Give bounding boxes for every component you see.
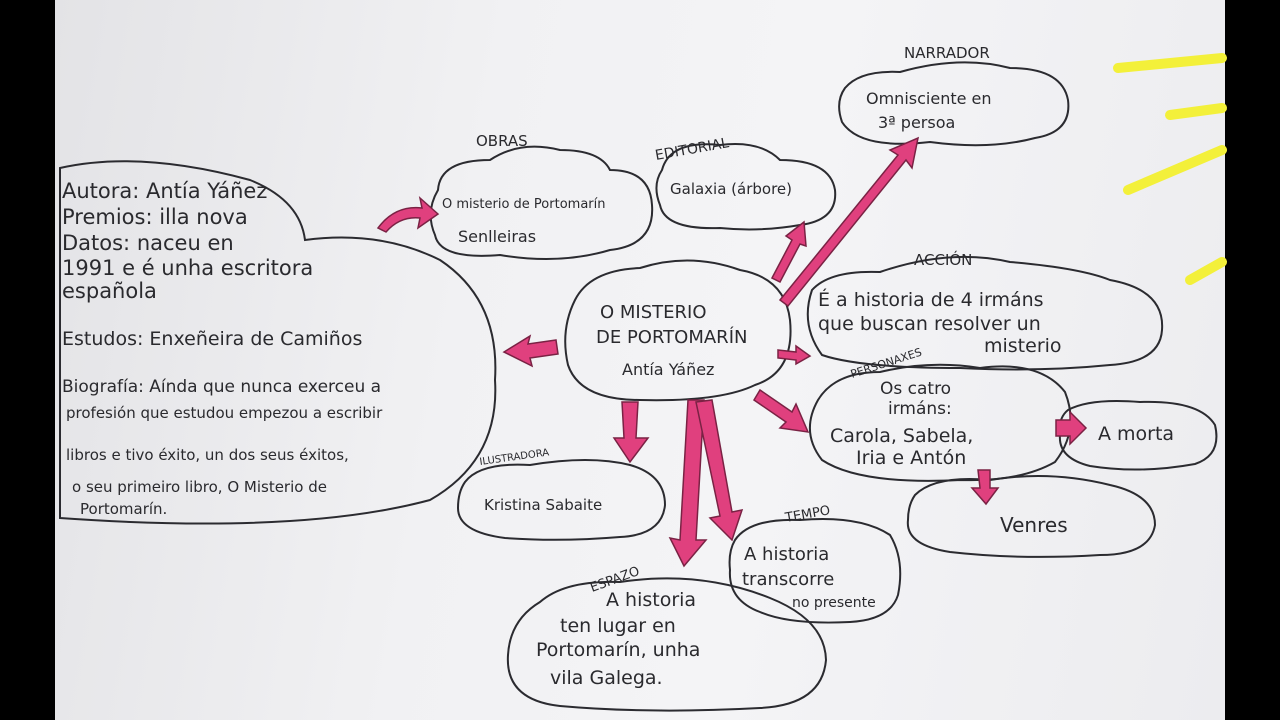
central-author: Antía Yáñez — [622, 360, 714, 379]
narrador-line-1: Omnisciente en — [866, 89, 992, 108]
personaxes-line-3: Carola, Sabela, — [830, 425, 973, 447]
narrador-label: NARRADOR — [904, 44, 990, 62]
biografia-line-1: Biografía: Aínda que nunca exerceu a — [62, 377, 381, 397]
tempo-line-1: A historia — [744, 544, 829, 565]
narrador-cloud — [838, 61, 1070, 147]
obras-cloud — [429, 145, 654, 260]
espazo-line-2: ten lugar en — [560, 615, 676, 637]
accion-cloud — [806, 255, 1164, 371]
a-morta-text: A morta — [1098, 423, 1174, 445]
biografia-line-3: libros e tivo éxito, un dos seus éxitos, — [66, 446, 349, 464]
arrows — [376, 136, 1088, 568]
venres-text: Venres — [1000, 513, 1068, 537]
author-info: Autora: Antía Yáñez Premios: illa nova D… — [62, 179, 383, 518]
ilustradora-value: Kristina Sabaite — [484, 496, 602, 514]
espazo-cloud — [506, 577, 828, 712]
accion-line-3: misterio — [984, 335, 1062, 357]
central-title-2: DE PORTOMARÍN — [596, 326, 747, 348]
venres-cloud — [906, 475, 1157, 558]
author-cloud — [59, 160, 497, 525]
arrow-to-obras — [376, 195, 440, 233]
obras-line-1: O misterio de Portomarín — [442, 197, 605, 212]
estudos-line: Estudos: Enxeñeira de Camiños — [62, 328, 362, 350]
arrow-to-editorial — [770, 220, 807, 283]
editorial-cloud — [655, 143, 837, 231]
biografia-line-2: profesión que estudou empezou a escribir — [66, 404, 383, 422]
datos-line-1: Datos: naceu en — [62, 231, 234, 255]
personaxes-line-1: Os catro — [880, 379, 951, 399]
tempo-line-3: no presente — [792, 595, 876, 611]
editorial-value: Galaxia (árbore) — [670, 180, 792, 198]
premios-line: Premios: illa nova — [62, 205, 248, 229]
ilustradora-cloud — [456, 459, 667, 541]
tempo-cloud — [728, 518, 902, 624]
paper-sheet — [55, 0, 1225, 720]
personaxes-line-4: Iria e Antón — [856, 447, 966, 469]
obras-label: OBRAS — [476, 132, 528, 150]
arrow-to-a-morta — [1055, 410, 1088, 446]
accion-label: ACCIÓN — [914, 250, 972, 269]
arrow-to-accion — [777, 344, 812, 366]
arrow-to-author — [502, 334, 559, 368]
espazo-line-1: A historia — [606, 589, 696, 611]
narrador-line-2: 3ª persoa — [878, 113, 955, 132]
obras-line-2: Senlleiras — [458, 227, 536, 246]
accion-line-1: É a historia de 4 irmáns — [818, 288, 1044, 311]
biografia-line-4: o seu primeiro libro, O Misterio de — [72, 478, 327, 496]
arrow-to-ilustradora — [612, 401, 650, 464]
arrow-to-tempo — [695, 399, 744, 542]
espazo-line-3: Portomarín, unha — [536, 639, 700, 661]
biografia-line-5: Portomarín. — [80, 500, 167, 518]
central-cloud — [564, 259, 792, 402]
highlighter-strokes — [1113, 53, 1227, 285]
espazo-line-4: vila Galega. — [550, 667, 663, 689]
accion-line-2: que buscan resolver un — [818, 313, 1041, 335]
datos-line-3: española — [62, 279, 157, 303]
arrow-to-personaxes — [752, 388, 810, 433]
datos-line-2: 1991 e é unha escritora — [62, 256, 313, 280]
editorial-label: EDITORIAL — [654, 135, 730, 164]
tempo-line-2: transcorre — [742, 569, 834, 590]
tempo-label: TEMPO — [783, 503, 831, 526]
author-line: Autora: Antía Yáñez — [62, 179, 267, 203]
personaxes-line-2: irmáns: — [888, 399, 952, 419]
central-title-1: O MISTERIO — [600, 302, 707, 323]
arrow-to-narrador — [778, 136, 920, 308]
arrow-to-venres — [970, 469, 1000, 506]
